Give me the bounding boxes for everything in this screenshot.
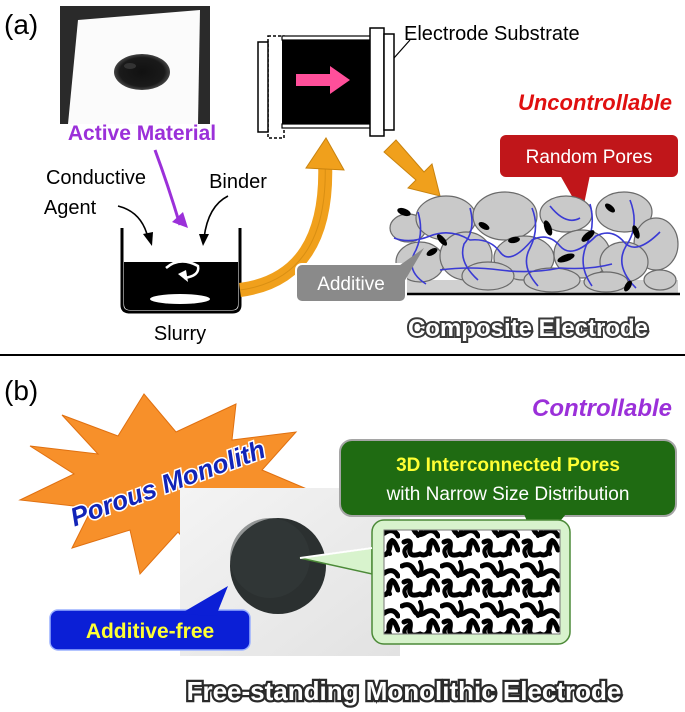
active-material-arrowhead xyxy=(172,212,188,228)
pores-subtitle: with Narrow Size Distribution xyxy=(386,484,630,505)
active-material-arrow xyxy=(153,149,182,226)
electrode-substrate-label: Electrode Substrate xyxy=(404,23,580,45)
additive-particles xyxy=(397,203,640,292)
sem-zoom-callout xyxy=(299,519,571,645)
controllable-label: Controllable xyxy=(532,395,672,422)
panel-a-label: (a) xyxy=(4,9,38,40)
pores-title: 3D Interconnected Pores xyxy=(396,455,620,476)
slurry-label: Slurry xyxy=(154,323,206,345)
active-material-photo xyxy=(60,6,210,124)
electrode-substrate-leader xyxy=(393,39,411,59)
conductive-agent-label-1: Conductive xyxy=(46,167,146,189)
binder-label: Binder xyxy=(209,171,267,193)
uncontrollable-label: Uncontrollable xyxy=(518,90,672,115)
random-pores-label: Random Pores xyxy=(526,147,653,168)
panel-b-label: (b) xyxy=(4,375,38,406)
composite-electrode-label: Composite Electrode xyxy=(408,315,648,342)
binder-arrow xyxy=(203,195,229,239)
additive-callout xyxy=(295,248,424,303)
process-arrow xyxy=(383,139,441,197)
zoom-leader xyxy=(299,547,373,559)
conductive-agent-arrowhead xyxy=(143,232,153,246)
coating-arrowhead xyxy=(305,137,345,171)
additive-free-callout xyxy=(49,586,251,651)
composite-pores xyxy=(393,199,661,289)
coater-diagram xyxy=(257,27,395,139)
additive-free-label: Additive-free xyxy=(86,620,214,643)
coating-direction-arrow xyxy=(296,66,350,94)
conductive-agent-label-2: Agent xyxy=(44,197,97,219)
active-material-label: Active Material xyxy=(68,122,216,145)
slurry-beaker xyxy=(120,228,242,314)
coating-arrow-outline xyxy=(239,159,326,291)
monolithic-electrode-label: Free-standing Monolithic Electrode xyxy=(187,676,622,706)
additive-label: Additive xyxy=(317,274,385,295)
binder-arrowhead xyxy=(199,234,209,246)
